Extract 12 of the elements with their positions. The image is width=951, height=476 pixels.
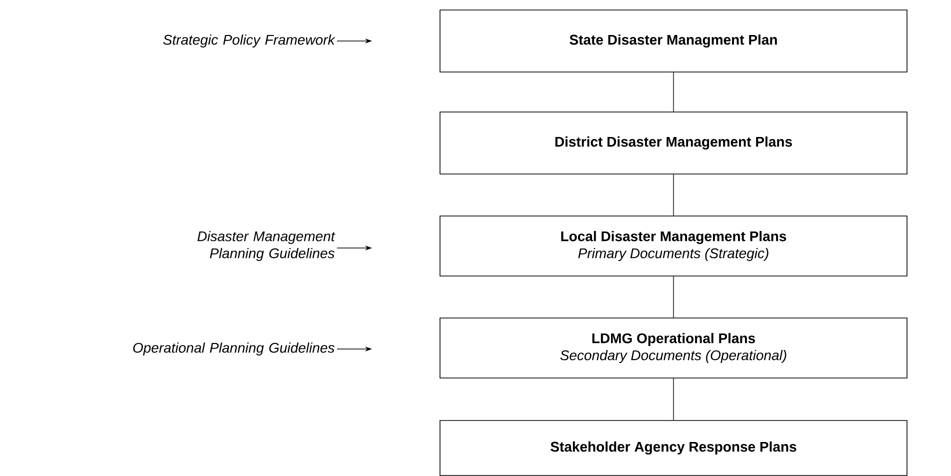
connector-line (673, 174, 674, 216)
plan-box: Local Disaster Management Plans Primary Documents (Strategic) (440, 216, 908, 276)
connector-line (673, 276, 674, 318)
plan-box: District Disaster Management Plans (440, 112, 908, 174)
guideline-label: Operational Planning Guidelines (133, 342, 334, 356)
guideline-label: Strategic Policy Framework (163, 34, 336, 48)
connector-line (673, 72, 674, 112)
plan-box: Stakeholder Agency Response Plans (440, 420, 908, 476)
guideline-label: Disaster Management Planning Guidelines (198, 230, 336, 262)
plan-box: LDMG Operational Plans Secondary Documents (Operational) (440, 318, 908, 378)
connector-line (673, 378, 674, 420)
plan-box: State Disaster Managment Plan (440, 10, 908, 72)
